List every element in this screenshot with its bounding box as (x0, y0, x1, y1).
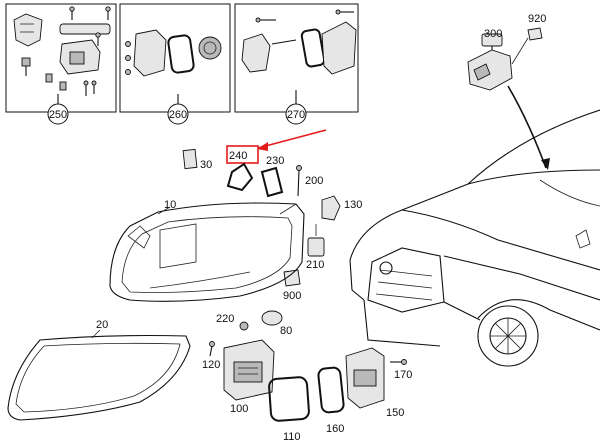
small-parts: 30 240 230 200 130 210 900 (182, 148, 362, 302)
callout-240: 240 (229, 150, 247, 162)
callout-100: 100 (230, 403, 248, 415)
callout-30: 30 (200, 159, 212, 171)
parts-box-270: 270 (234, 3, 359, 125)
parts-box-260: 260 (119, 3, 231, 125)
car-outline (349, 109, 600, 367)
headlamp-10: 10 (109, 199, 305, 302)
callout-20: 20 (96, 319, 108, 331)
callout-920: 920 (528, 13, 546, 25)
callout-200: 200 (305, 175, 323, 187)
lower-parts: 220 80 120 100 110 160 150 170 (202, 310, 412, 443)
parts-box-250: 250 (5, 3, 117, 125)
callout-230: 230 (266, 155, 284, 167)
callout-10: 10 (164, 199, 176, 211)
callout-120: 120 (202, 359, 220, 371)
callout-220: 220 (216, 313, 234, 325)
callout-160: 160 (326, 423, 344, 435)
callout-900: 900 (283, 290, 301, 302)
callout-80: 80 (280, 325, 292, 337)
callout-110: 110 (283, 431, 301, 443)
callout-130: 130 (344, 199, 362, 211)
callout-250: 250 (49, 109, 67, 121)
callout-150: 150 (386, 407, 404, 419)
callout-260: 260 (169, 109, 187, 121)
callout-300: 300 (484, 28, 502, 40)
callout-270: 270 (287, 109, 305, 121)
highlight-240 (226, 129, 327, 164)
lens-20: 20 (7, 319, 191, 421)
callout-210: 210 (306, 259, 324, 271)
part-300-unit: 300 920 (467, 13, 550, 170)
callout-170: 170 (394, 369, 412, 381)
